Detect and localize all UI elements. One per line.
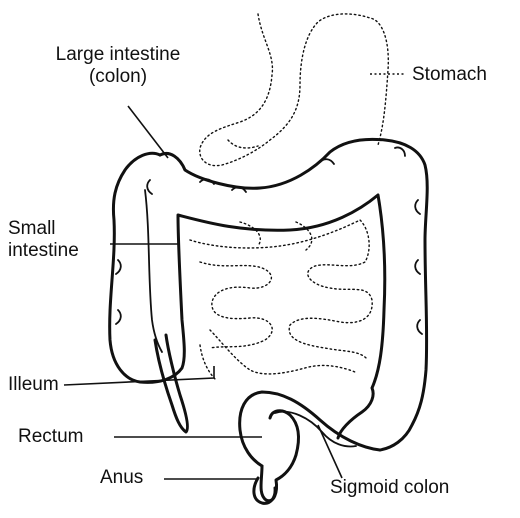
rectum-outline — [259, 409, 300, 503]
label-large-intestine-line1: Large intestine — [55, 44, 181, 65]
anus-outline — [252, 476, 277, 505]
colon-haustra — [115, 146, 423, 335]
leader-illeum — [63, 366, 215, 386]
leader-sigmoid — [317, 424, 343, 479]
colon-transverse-top — [158, 137, 429, 452]
label-rectum: Rectum — [18, 426, 84, 447]
leader-large-intestine — [127, 105, 169, 159]
label-anus: Anus — [100, 467, 144, 488]
stomach-inner — [227, 139, 259, 149]
label-small-line2: intestine — [8, 240, 79, 261]
label-small-line1: Small — [8, 218, 56, 239]
label-large-intestine: Large intestine (colon) — [28, 44, 208, 88]
label-large-intestine-line2: (colon) — [88, 66, 148, 87]
appendix — [153, 333, 189, 434]
stomach-outline — [199, 13, 389, 167]
label-stomach: Stomach — [412, 64, 487, 85]
label-sigmoid-colon: Sigmoid colon — [330, 477, 450, 498]
label-illeum: Illeum — [8, 374, 59, 395]
small-intestine-coils — [189, 219, 373, 375]
colon-outer — [108, 151, 387, 440]
label-small-intestine: Small intestine — [8, 218, 79, 262]
ascending-colon-inner — [144, 189, 163, 353]
sigmoid-colon-outline — [238, 390, 382, 468]
